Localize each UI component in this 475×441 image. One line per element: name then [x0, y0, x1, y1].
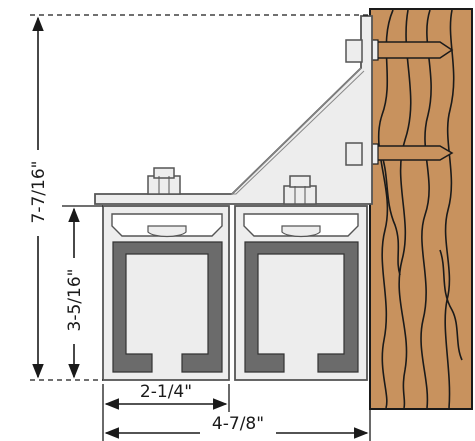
bolt-head-lower [345, 142, 363, 166]
wood-header [369, 8, 473, 410]
extension-lines [30, 14, 371, 441]
lag-bolt-upper [369, 39, 454, 61]
overall-width-label-bg [200, 414, 276, 434]
track-left [102, 205, 230, 381]
overall-height-label-bg [26, 150, 50, 236]
track-height-label-bg [62, 258, 86, 344]
track-right [234, 205, 368, 381]
angle-bracket [94, 15, 373, 205]
overall-height-label: 7-7/16" [29, 161, 49, 224]
track-width-label: 2-1/4" [140, 382, 192, 402]
hex-nut-left [147, 167, 181, 195]
wood-grain [377, 9, 463, 409]
bolt-head-upper [345, 39, 363, 63]
track-height-label: 3-5/16" [65, 269, 85, 332]
overall-width-label: 4-7/8" [212, 414, 264, 434]
hex-nut-right [283, 175, 317, 205]
